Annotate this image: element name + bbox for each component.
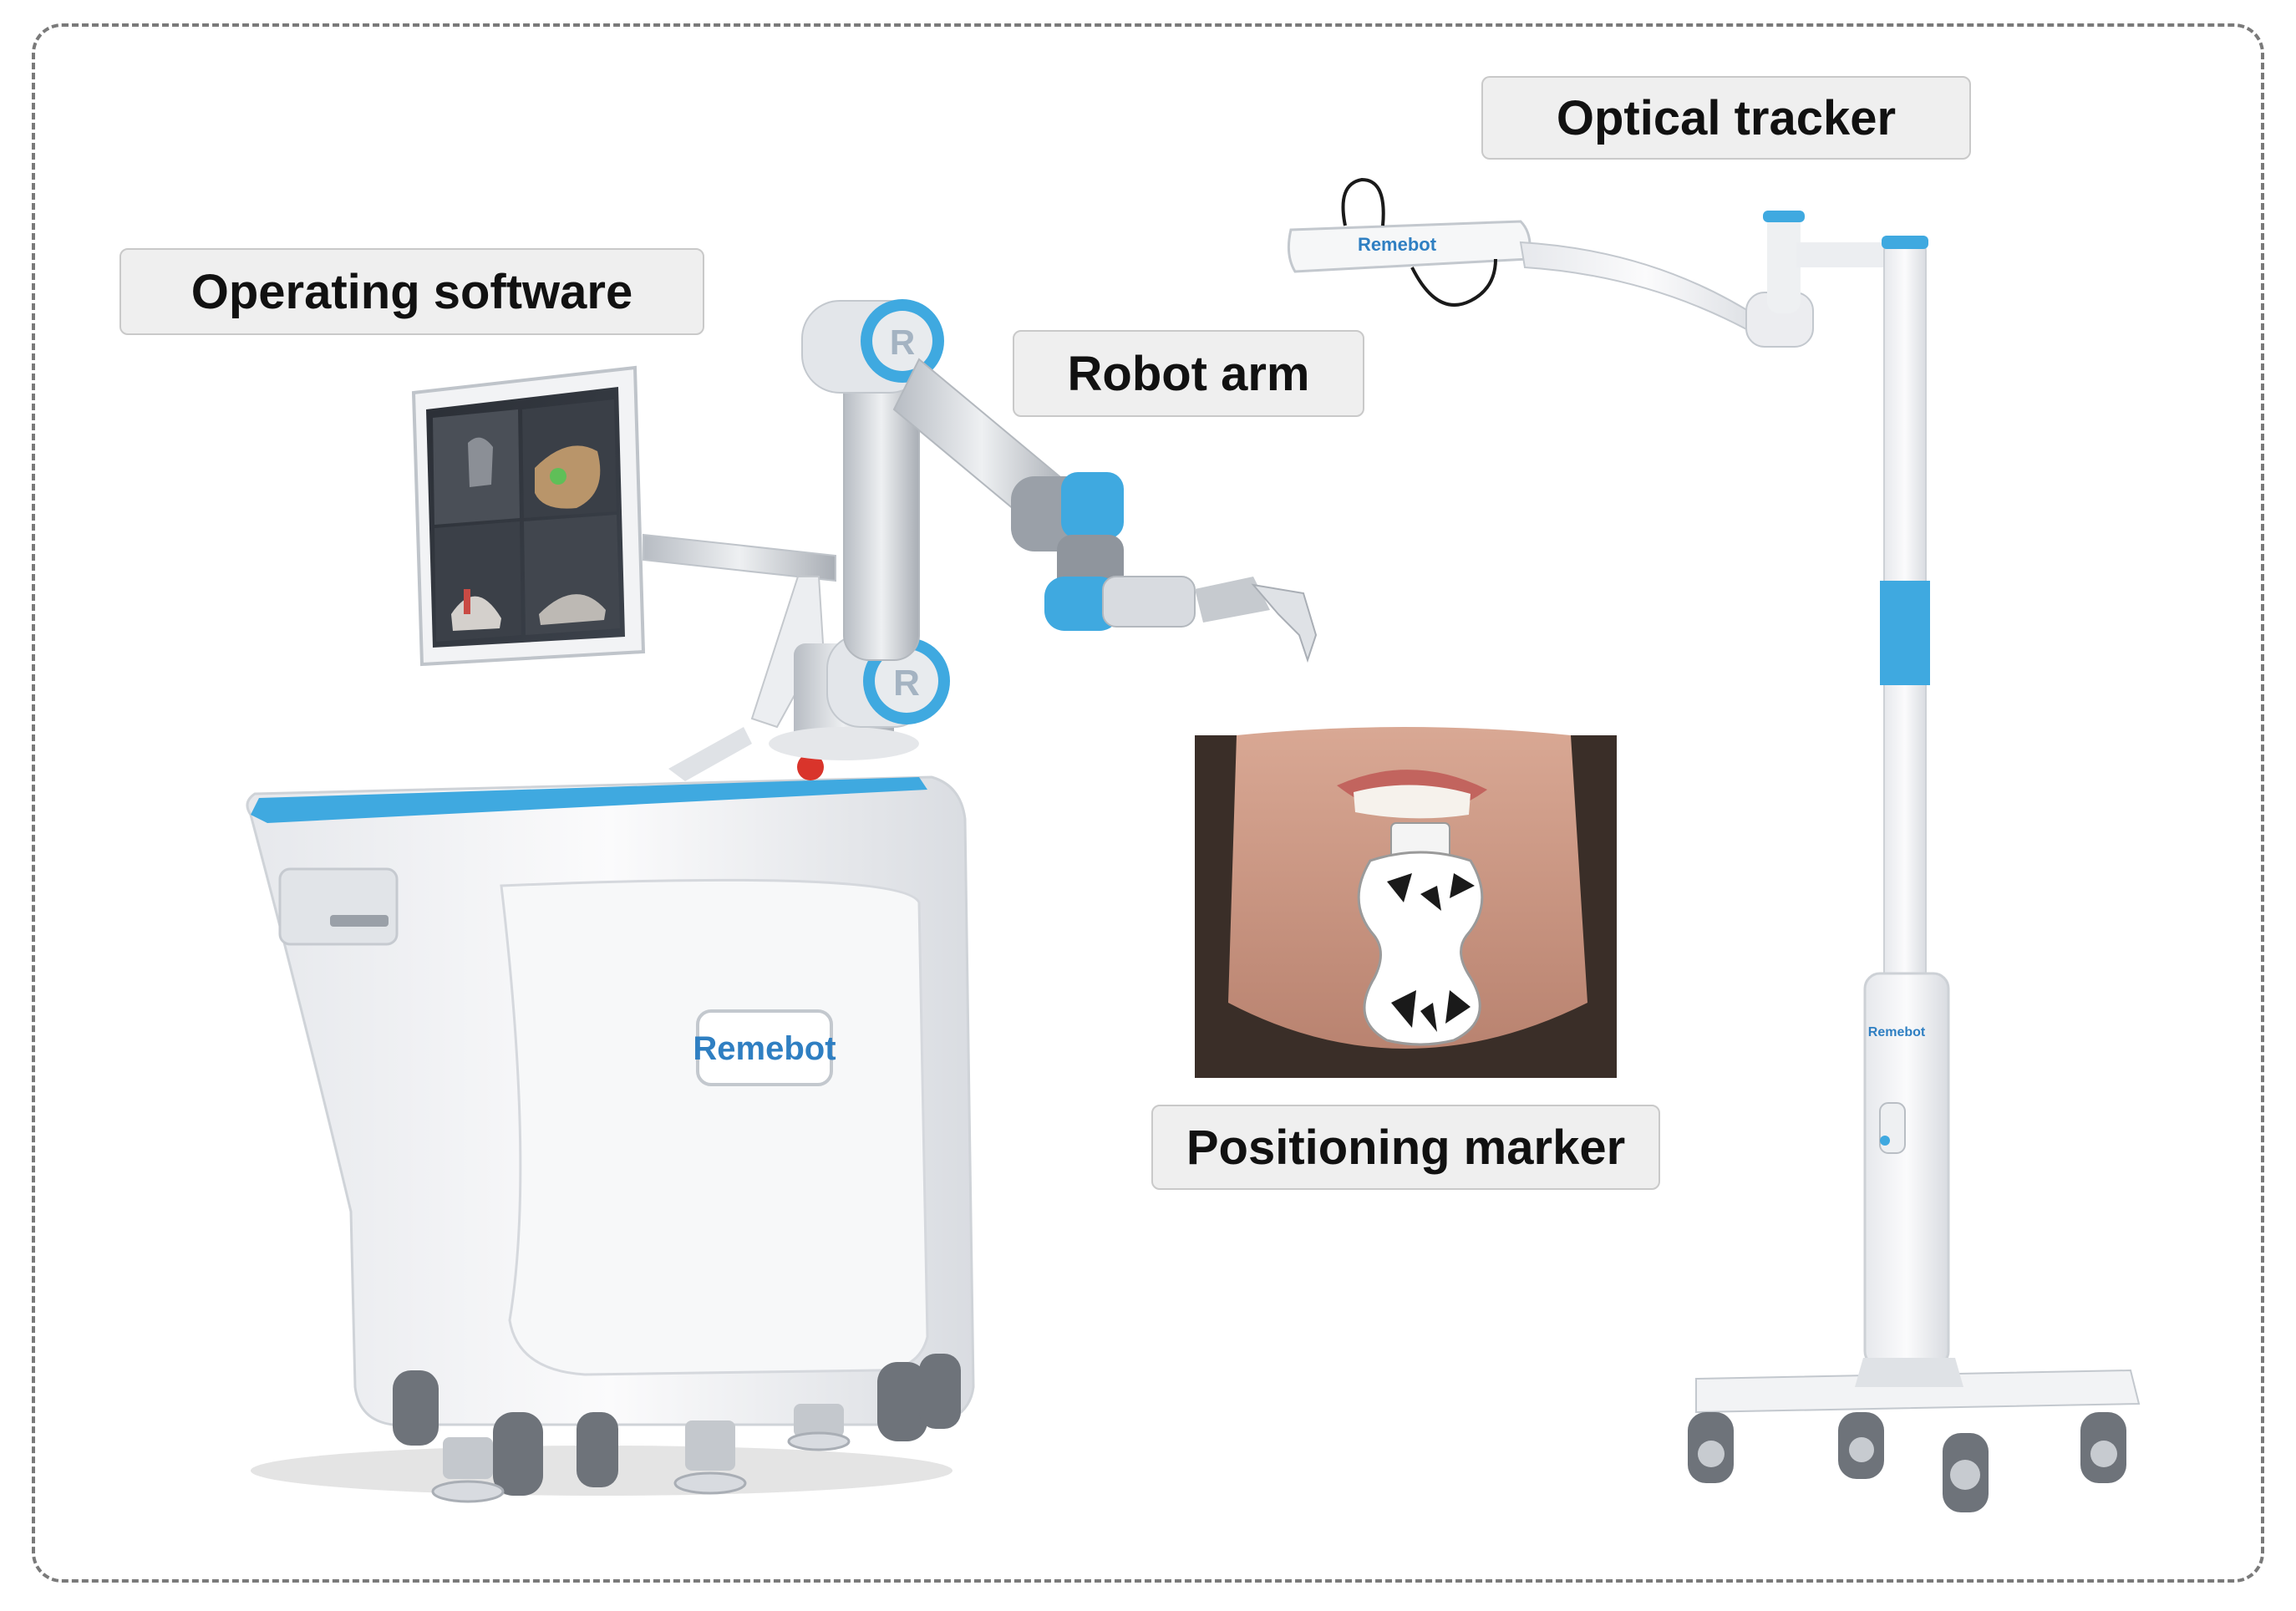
- label-optical-tracker-text: Optical tracker: [1556, 90, 1897, 145]
- dashed-frame: [32, 23, 2264, 1583]
- monitor: [411, 365, 836, 781]
- label-operating-software-text: Operating software: [190, 264, 633, 319]
- software-screen: [433, 399, 620, 642]
- label-positioning-marker-text: Positioning marker: [1186, 1120, 1626, 1175]
- svg-text:R: R: [890, 323, 915, 362]
- label-operating-software: Operating software: [119, 248, 704, 335]
- svg-text:R: R: [893, 663, 920, 704]
- optical-tracker-stand: Remebot Remebot: [1287, 177, 2141, 1512]
- robot-cart: Remebot: [246, 754, 975, 1503]
- cart-brand-logo: Remebot: [693, 1030, 836, 1067]
- label-robot-arm-text: Robot arm: [1067, 346, 1310, 401]
- stand-brand-logo: Remebot: [1868, 1025, 1926, 1039]
- positioning-marker-photo: [1195, 727, 1617, 1078]
- label-positioning-marker: Positioning marker: [1151, 1105, 1660, 1190]
- robot-arm: R R: [769, 299, 1318, 760]
- tracker-brand-logo: Remebot: [1358, 234, 1437, 255]
- label-robot-arm: Robot arm: [1013, 330, 1364, 417]
- label-optical-tracker: Optical tracker: [1481, 76, 1971, 160]
